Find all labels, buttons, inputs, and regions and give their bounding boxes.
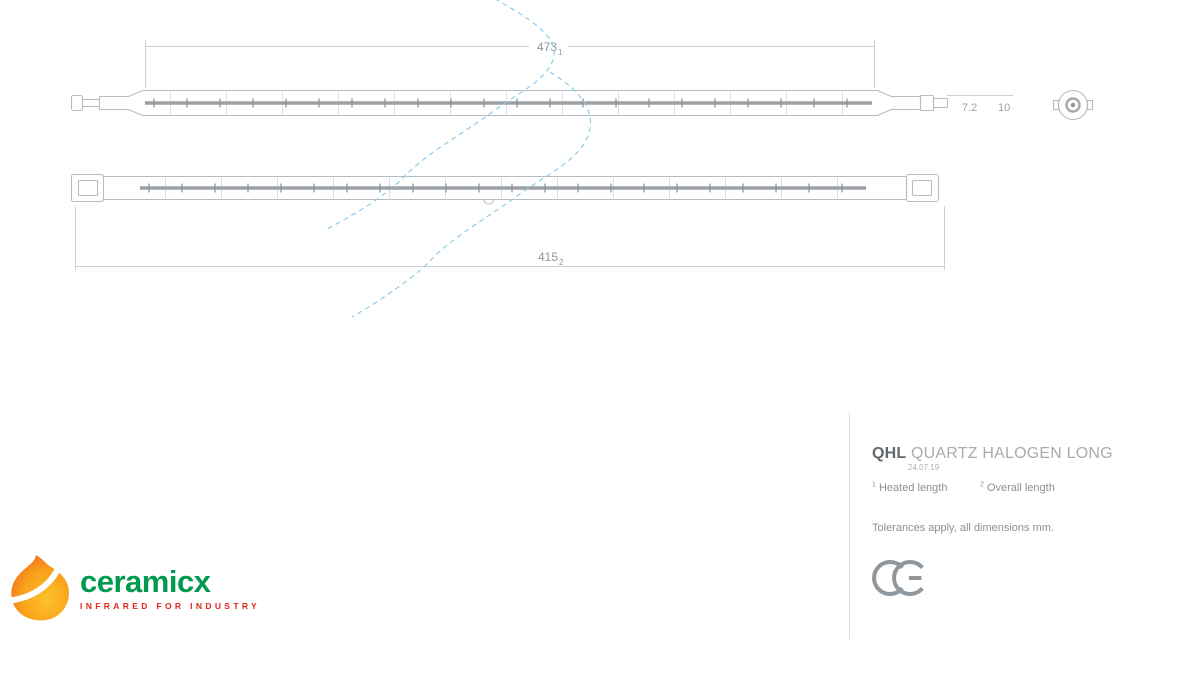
dim-heated-sub: 1 [558, 48, 563, 57]
dim-overall-sub: 2 [559, 258, 564, 267]
footnote-2-label: Overall length [986, 482, 1055, 494]
dim-diameter-value: 7.2 [962, 102, 977, 114]
title-block-divider [849, 413, 850, 639]
footnote-1-label: Heated length [878, 482, 948, 494]
product-code: QHL [872, 445, 907, 462]
filament-coil-ticks-bottom [148, 183, 843, 193]
footnote-overall-length: 2 Overall length [980, 481, 1055, 494]
logo-text: ceramicx INFRARED FOR INDUSTRY [80, 566, 260, 611]
lamp-side-view-top [70, 89, 949, 117]
footnote-1-sup: 1 [872, 481, 876, 489]
revision-date: 24.07.19 [908, 463, 940, 472]
ce-letter-e [892, 560, 924, 597]
brand-name: ceramicx [80, 564, 211, 599]
break-lines [326, 0, 591, 318]
dimension-overall-length [75, 206, 945, 270]
technical-drawing: 473 1 415 2 7.2 10 [70, 0, 1094, 318]
flame-icon [8, 555, 70, 621]
product-title: QHL QUARTZ HALOGEN LONG [872, 446, 1177, 462]
footnote-heated-length: 1 Heated length [872, 481, 980, 494]
tolerance-note: Tolerances apply, all dimensions mm. [872, 522, 1054, 535]
ce-mark-icon [872, 560, 924, 597]
ce-letter-c [872, 560, 904, 597]
product-name: QUARTZ HALOGEN LONG [911, 445, 1113, 462]
lamp-side-view-bottom [70, 173, 940, 205]
dimension-heated-length [145, 40, 875, 88]
footnote-2-sup: 2 [980, 481, 984, 489]
title-block: QHL QUARTZ HALOGEN LONG 24.07.19 1 Heate… [849, 413, 1181, 639]
lamp-end-view [1052, 89, 1094, 121]
ceramicx-logo: ceramicx INFRARED FOR INDUSTRY [8, 555, 260, 622]
brand-tagline: INFRARED FOR INDUSTRY [80, 601, 261, 611]
filament-coil-ticks-top [153, 98, 848, 108]
dim-cap-value: 10 [998, 102, 1010, 114]
dim-overall-value: 415 [538, 250, 558, 264]
